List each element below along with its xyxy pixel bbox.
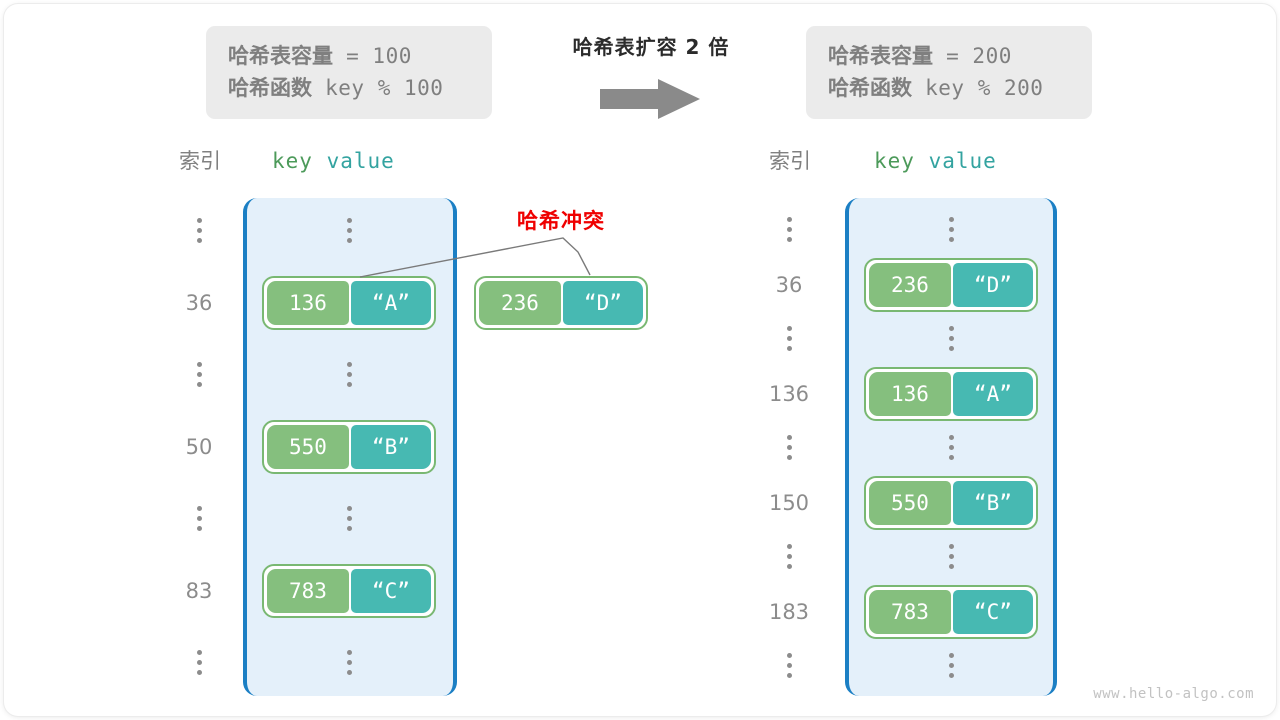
capacity-value-before: = 100: [333, 44, 412, 68]
bucket-ellipsis: [306, 650, 392, 675]
capacity-line-before: 哈希表容量 = 100: [228, 40, 470, 72]
entry-value: “A”: [952, 371, 1033, 416]
index-ellipsis: [746, 653, 832, 678]
page-card: [4, 4, 1276, 716]
expand-caption: 哈希表扩容 2 倍: [572, 35, 730, 59]
bucket-ellipsis: [306, 506, 392, 531]
index-ellipsis: [746, 435, 832, 460]
index-ellipsis: [746, 326, 832, 351]
entry-key: 550: [869, 480, 951, 525]
index-ellipsis: [746, 544, 832, 569]
hashtable-info-box-before: 哈希表容量 = 100 哈希函数 key % 100: [206, 26, 492, 119]
hashtable-entry: 783“C”: [864, 584, 1038, 639]
index-label: 50: [185, 435, 213, 459]
hashfn-line-after: 哈希函数 key % 200: [828, 72, 1070, 104]
bucket-ellipsis: [908, 653, 994, 678]
watermark: www.hello-algo.com: [1093, 686, 1254, 702]
hashtable-info-box-after: 哈希表容量 = 200 哈希函数 key % 200: [806, 26, 1092, 119]
index-column-header-left: 索引: [179, 149, 221, 173]
index-label: 36: [185, 291, 213, 315]
colliding-entry-key: 236: [479, 281, 561, 325]
index-label: 183: [768, 599, 810, 624]
hashfn-value-after: key % 200: [912, 76, 1044, 100]
bucket-ellipsis: [908, 326, 994, 351]
index-ellipsis: [156, 506, 242, 531]
collision-leader-lines: [359, 237, 591, 278]
keyvalue-column-header-right: key value: [874, 148, 997, 174]
key-column-header-right: key: [874, 149, 915, 173]
bucket-ellipsis: [908, 544, 994, 569]
bucket-ellipsis: [306, 362, 392, 387]
hashtable-entry: 550“B”: [864, 475, 1038, 530]
hashtable-entry: 136“A”: [262, 276, 436, 330]
entry-value: “C”: [350, 569, 431, 613]
index-label: 83: [185, 579, 213, 603]
collision-label: 哈希冲突: [517, 209, 605, 233]
value-column-header-left: value: [326, 149, 395, 173]
entry-value: “B”: [350, 425, 431, 469]
bucket-ellipsis: [306, 218, 392, 243]
index-ellipsis: [156, 218, 242, 243]
hashtable-entry: 783“C”: [262, 564, 436, 618]
bucket-ellipsis: [908, 435, 994, 460]
hashfn-value-before: key % 100: [312, 76, 444, 100]
capacity-line-after: 哈希表容量 = 200: [828, 40, 1070, 72]
hashtable-entry: 136“A”: [864, 366, 1038, 421]
hashfn-label-after: 哈希函数: [828, 76, 912, 100]
hashtable-entry: 236“D”: [864, 257, 1038, 312]
colliding-entry: 236 “D”: [474, 276, 648, 330]
entry-value: “B”: [952, 480, 1033, 525]
entry-value: “A”: [350, 281, 431, 325]
capacity-label-before: 哈希表容量: [228, 44, 333, 68]
entry-key: 550: [267, 425, 349, 469]
key-column-header-left: key: [272, 149, 313, 173]
hashtable-entry: 550“B”: [262, 420, 436, 474]
entry-key: 783: [869, 589, 951, 634]
index-label: 150: [768, 490, 810, 515]
index-ellipsis: [156, 650, 242, 675]
entry-key: 136: [267, 281, 349, 325]
hashfn-line-before: 哈希函数 key % 100: [228, 72, 470, 104]
entry-key: 236: [869, 262, 951, 307]
index-column-header-right: 索引: [769, 149, 811, 173]
entry-value: “D”: [952, 262, 1033, 307]
index-ellipsis: [156, 362, 242, 387]
entry-key: 783: [267, 569, 349, 613]
right-arrow-icon: [600, 79, 700, 119]
index-label: 36: [775, 272, 803, 297]
hashfn-label-before: 哈希函数: [228, 76, 312, 100]
capacity-label-after: 哈希表容量: [828, 44, 933, 68]
value-column-header-right: value: [928, 149, 997, 173]
keyvalue-column-header-left: key value: [272, 148, 395, 174]
entry-value: “C”: [952, 589, 1033, 634]
index-label: 136: [768, 381, 810, 406]
colliding-entry-value: “D”: [562, 281, 643, 325]
entry-key: 136: [869, 371, 951, 416]
index-ellipsis: [746, 217, 832, 242]
capacity-value-after: = 200: [933, 44, 1012, 68]
bucket-ellipsis: [908, 217, 994, 242]
